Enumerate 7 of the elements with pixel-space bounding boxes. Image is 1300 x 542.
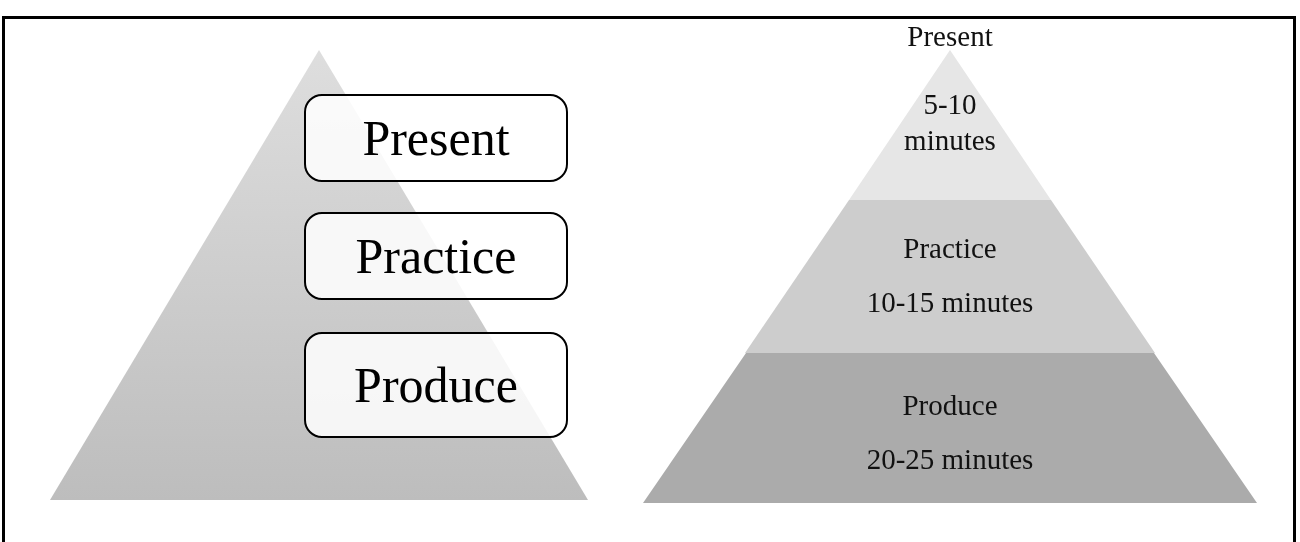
stage-box: Present	[304, 94, 568, 182]
stage-heading: Produce	[901, 388, 999, 423]
duration-text: 10-15 minutes	[865, 285, 1035, 320]
duration-text: 20-25 minutes	[865, 442, 1035, 477]
stage-heading: Present	[906, 19, 994, 54]
stage-heading: Practice	[902, 231, 998, 266]
duration-text: 5-10 minutes	[903, 87, 997, 159]
